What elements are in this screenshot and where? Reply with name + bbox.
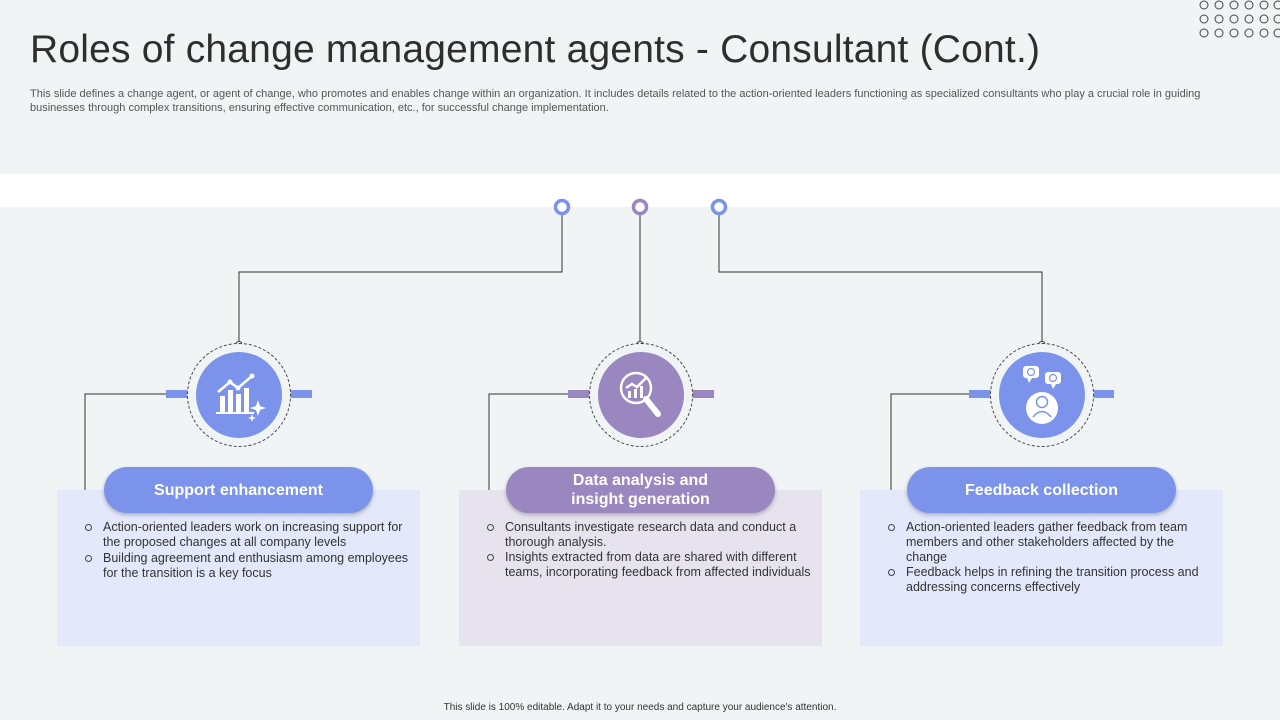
connector-node	[553, 198, 571, 216]
connector-bar	[288, 390, 312, 398]
footer-note: This slide is 100% editable. Adapt it to…	[443, 702, 837, 713]
connector-bar	[969, 390, 993, 398]
bullet-item: Building agreement and enthusiasm among …	[85, 551, 410, 581]
connector-bar	[568, 390, 592, 398]
connector-bar	[1090, 390, 1114, 398]
bullet-item: Feedback helps in refining the transitio…	[888, 565, 1213, 595]
bullet-item: Consultants investigate research data an…	[487, 520, 812, 550]
card-heading-support-enhancement: Support enhancement	[104, 467, 373, 513]
connector-bar	[690, 390, 714, 398]
icon-badge	[990, 343, 1094, 447]
user-feedback-icon	[1023, 366, 1061, 424]
bullet-list: Action-oriented leaders gather feedback …	[888, 520, 1213, 595]
bullet-list: Consultants investigate research data an…	[487, 520, 812, 580]
card-heading-data-analysis: Data analysis and insight generation	[506, 467, 775, 513]
card-support-enhancement: Action-oriented leaders work on increasi…	[57, 490, 420, 646]
connector-node	[631, 198, 649, 216]
icon-badge	[589, 343, 693, 447]
connector-node	[710, 198, 728, 216]
slide-title: Roles of change management agents - Cons…	[30, 28, 1041, 71]
growth-chart-icon	[216, 373, 266, 422]
card-feedback-collection: Action-oriented leaders gather feedback …	[860, 490, 1223, 646]
bullet-list: Action-oriented leaders work on increasi…	[85, 520, 410, 581]
card-data-analysis: Consultants investigate research data an…	[459, 490, 822, 646]
bullet-item: Action-oriented leaders gather feedback …	[888, 520, 1213, 565]
icon-badge	[187, 343, 291, 447]
decorative-dot-grid	[1199, 0, 1280, 38]
bullet-item: Action-oriented leaders work on increasi…	[85, 520, 410, 550]
bullet-item: Insights extracted from data are shared …	[487, 550, 812, 580]
slide-description: This slide defines a change agent, or ag…	[30, 88, 1201, 114]
card-heading-feedback-collection: Feedback collection	[907, 467, 1176, 513]
connector-bar	[166, 390, 190, 398]
magnifier-chart-icon	[619, 371, 661, 417]
